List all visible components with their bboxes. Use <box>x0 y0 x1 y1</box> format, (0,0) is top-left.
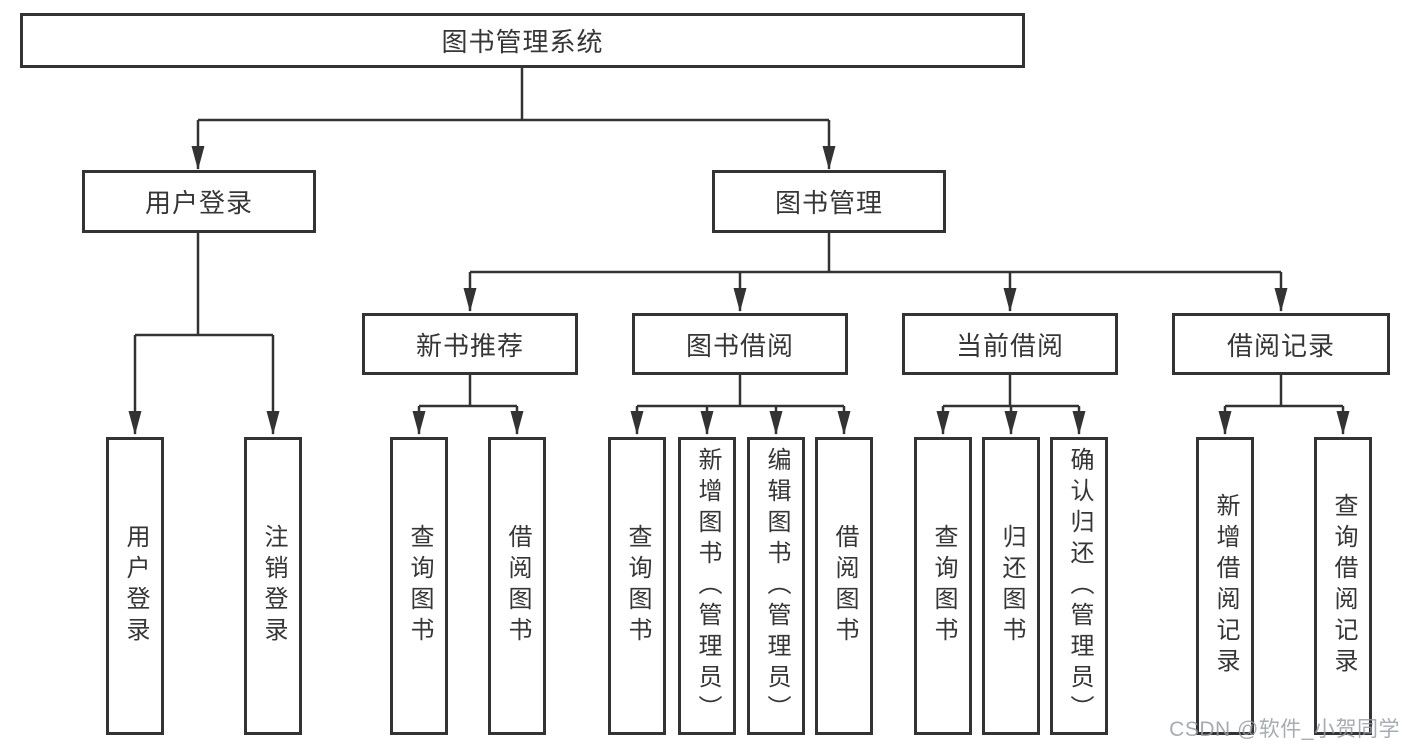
leaf-edit-book-admin: 编辑图书（管理员） <box>747 437 805 735</box>
connector-current-borrow <box>936 375 1086 435</box>
leaf-add-borrow-record: 新增借阅记录 <box>1196 437 1254 735</box>
node-root-system: 图书管理系统 <box>20 13 1025 68</box>
node-borrow-record: 借阅记录 <box>1172 313 1390 375</box>
leaf-return-book: 归还图书 <box>982 437 1040 735</box>
node-user-login: 用户登录 <box>82 170 316 233</box>
connector-root <box>191 68 836 170</box>
connector-borrow-record <box>1218 375 1350 435</box>
node-new-book-recommend: 新书推荐 <box>362 313 578 375</box>
connector-book-management <box>463 233 1288 312</box>
leaf-borrow-books-recommend: 借阅图书 <box>488 437 546 735</box>
leaf-add-book-admin: 新增图书（管理员） <box>678 437 736 735</box>
leaf-query-borrow-record: 查询借阅记录 <box>1314 437 1372 735</box>
node-book-management: 图书管理 <box>712 170 946 233</box>
leaf-logout: 注销登录 <box>244 437 302 735</box>
csdn-watermark: CSDN @软件_小贺同学 <box>1169 718 1400 741</box>
leaf-confirm-return-admin: 确认归还（管理员） <box>1050 437 1108 735</box>
leaf-query-books-borrow: 查询图书 <box>608 437 666 735</box>
node-book-borrow: 图书借阅 <box>632 313 848 375</box>
connector-user-login <box>128 233 280 435</box>
leaf-borrow-books: 借阅图书 <box>815 437 873 735</box>
leaf-query-books-recommend: 查询图书 <box>390 437 448 735</box>
leaf-query-books-current: 查询图书 <box>914 437 972 735</box>
connector-book-borrow <box>630 375 851 435</box>
node-current-borrow: 当前借阅 <box>902 313 1118 375</box>
connector-new-book-recommend <box>412 375 524 435</box>
leaf-user-login: 用户登录 <box>106 437 164 735</box>
